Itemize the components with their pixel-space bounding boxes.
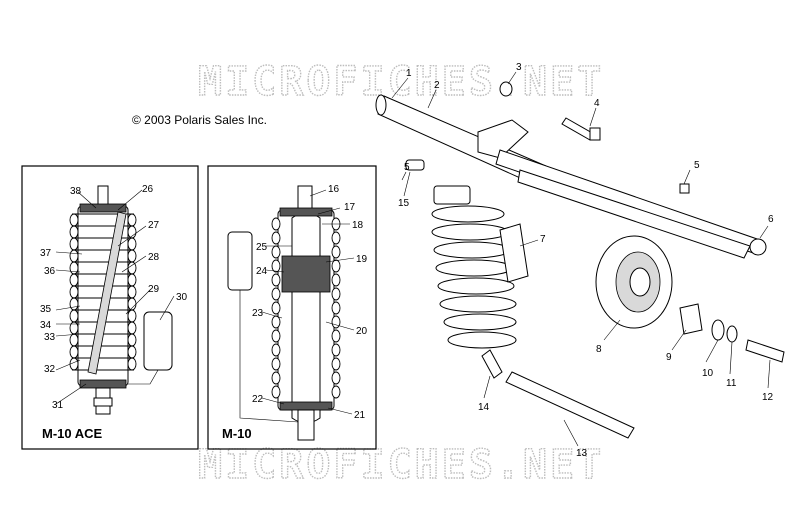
idler-wheel-bearing bbox=[629, 267, 651, 297]
callout-20: 20 bbox=[356, 326, 368, 337]
main-shock-bottom bbox=[481, 349, 503, 379]
lower-rod bbox=[505, 371, 635, 439]
bottom-cap-right bbox=[279, 401, 333, 411]
copyright-text: © 2003 Polaris Sales Inc. bbox=[132, 113, 267, 127]
callout-2: 2 bbox=[434, 80, 440, 91]
callout-35: 35 bbox=[40, 304, 52, 315]
watermark-top: MICROFICHES.NET bbox=[198, 59, 604, 105]
callout-30: 30 bbox=[176, 292, 188, 303]
callout-14: 14 bbox=[478, 402, 490, 413]
main-shock-top bbox=[433, 185, 471, 205]
callout-32: 32 bbox=[44, 364, 56, 375]
bolt bbox=[561, 117, 595, 141]
callout-37: 37 bbox=[40, 248, 52, 259]
wheel-bolt bbox=[745, 339, 785, 363]
washer-small bbox=[726, 325, 738, 343]
callout-6: 6 bbox=[768, 214, 774, 225]
callout-22: 22 bbox=[252, 394, 264, 405]
inset-label-m10-ace: M-10 ACE bbox=[42, 426, 103, 441]
shock-bottom-mount-right bbox=[297, 409, 315, 441]
leader-lines bbox=[55, 71, 771, 447]
callout-17: 17 bbox=[344, 202, 356, 213]
arm-bracket bbox=[477, 119, 529, 159]
callout-4: 4 bbox=[594, 98, 600, 109]
callout-24: 24 bbox=[256, 266, 268, 277]
callout-3: 3 bbox=[516, 62, 522, 73]
top-cap-right bbox=[279, 207, 333, 217]
callout-29: 29 bbox=[148, 284, 160, 295]
callout-28: 28 bbox=[148, 252, 160, 263]
bushing-small bbox=[405, 159, 425, 171]
callout-21: 21 bbox=[354, 410, 366, 421]
callout-38: 38 bbox=[70, 186, 82, 197]
reservoir-hose-right bbox=[239, 290, 299, 423]
callout-9: 9 bbox=[666, 352, 672, 363]
bottom-cap-left bbox=[79, 379, 127, 389]
callout-10: 10 bbox=[702, 368, 714, 379]
callout-19: 19 bbox=[356, 254, 368, 265]
callout-33: 33 bbox=[44, 332, 56, 343]
bolt-head bbox=[589, 127, 601, 141]
rear-arm-rail bbox=[517, 169, 751, 259]
reservoir-hose-left bbox=[128, 369, 159, 385]
callout-numbers: 1 2 3 4 5 5 6 7 8 9 10 11 12 13 14 15 16… bbox=[40, 62, 774, 459]
main-assembly bbox=[375, 81, 785, 439]
nut bbox=[499, 81, 513, 97]
callout-5a: 5 bbox=[404, 162, 410, 173]
inset-frame-left bbox=[21, 165, 199, 450]
front-arm-tube-end bbox=[375, 94, 387, 116]
inset-m10 bbox=[207, 165, 377, 450]
reservoir-left bbox=[143, 311, 173, 371]
callout-8: 8 bbox=[596, 344, 602, 355]
callout-34: 34 bbox=[40, 320, 52, 331]
callout-11: 11 bbox=[726, 378, 737, 389]
callout-7: 7 bbox=[540, 234, 546, 245]
inset-frame-right bbox=[207, 165, 377, 450]
callout-13: 13 bbox=[576, 448, 588, 459]
inset-label-m10: M-10 bbox=[222, 426, 252, 441]
callout-12: 12 bbox=[762, 392, 774, 403]
fitting-small bbox=[679, 183, 690, 194]
reservoir-right bbox=[227, 231, 253, 291]
callout-25: 25 bbox=[256, 242, 268, 253]
inner-shaft-right bbox=[291, 212, 321, 424]
main-shock-spring bbox=[431, 205, 517, 349]
callout-36: 36 bbox=[44, 266, 56, 277]
callout-31: 31 bbox=[52, 400, 64, 411]
callout-15: 15 bbox=[398, 198, 410, 209]
inset-m10-ace bbox=[21, 165, 199, 450]
callout-23: 23 bbox=[252, 308, 264, 319]
callout-26: 26 bbox=[142, 184, 154, 195]
callout-5b: 5 bbox=[694, 160, 700, 171]
piston-band-right bbox=[281, 255, 331, 293]
callout-27: 27 bbox=[148, 220, 160, 231]
callout-1: 1 bbox=[406, 68, 412, 79]
secondary-spring-left bbox=[87, 211, 127, 375]
main-reservoir bbox=[499, 223, 529, 283]
washer-large bbox=[711, 319, 725, 341]
top-cap-left bbox=[79, 203, 127, 213]
callout-16: 16 bbox=[328, 184, 340, 195]
callout-18: 18 bbox=[352, 220, 364, 231]
eyelet-left bbox=[93, 397, 113, 407]
coil-spring-right bbox=[271, 217, 341, 399]
arm-end-cap bbox=[749, 238, 767, 256]
spacer bbox=[679, 303, 703, 335]
